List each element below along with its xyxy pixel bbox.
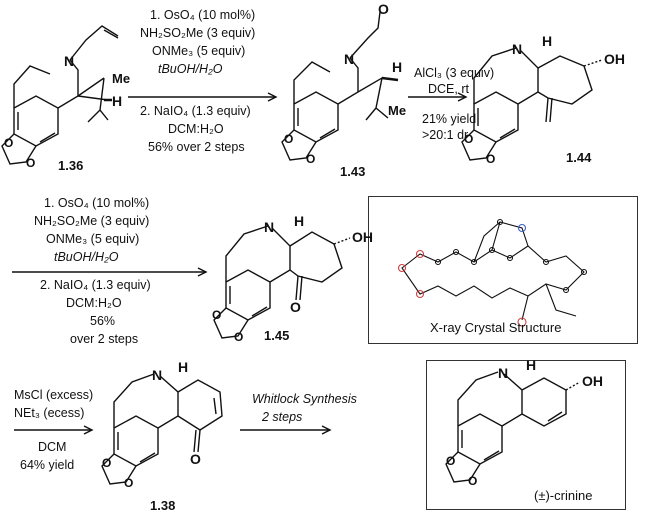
step3-line3: ONMe₃ (5 equiv) (46, 232, 140, 246)
atom-oh: OH (352, 229, 373, 245)
atom-oh: OH (604, 51, 625, 67)
atom-o: O (124, 476, 134, 490)
step1-line2: NH₂SO₂Me (3 equiv) (140, 26, 256, 40)
step2-line4: >20:1 dr (422, 128, 469, 142)
step3-line1: 1. OsO₄ (10 mol%) (44, 196, 150, 210)
atom-n: N (64, 53, 75, 69)
step1-line6: DCM:H₂O (168, 122, 224, 136)
atom-o: O (4, 136, 14, 150)
compound-label-1-36: 1.36 (58, 158, 84, 173)
atom-me: Me (112, 71, 131, 86)
atom-h: H (392, 59, 403, 75)
xray-caption: X-ray Crystal Structure (430, 320, 562, 335)
atom-n: N (498, 365, 509, 381)
compound-label-crinine: (±)-crinine (534, 488, 593, 503)
step4-line2: NEt₃ (ecess) (14, 406, 85, 420)
atom-o: O (446, 454, 456, 468)
atom-o: O (102, 456, 112, 470)
atom-h: H (294, 213, 305, 229)
structure-1-44 (461, 47, 603, 161)
crinine-box (426, 360, 626, 510)
step5-line2: 2 steps (262, 410, 303, 424)
atom-me: Me (388, 103, 407, 118)
step1-line7: 56% over 2 steps (148, 140, 245, 154)
step4-line3: DCM (38, 440, 67, 454)
atom-h: H (178, 359, 189, 375)
step2-line1: AlCl₃ (3 equiv) (414, 66, 495, 80)
atom-o: O (486, 152, 496, 166)
step1-line4: tBuOH/H₂O (158, 62, 223, 76)
structure-1-45 (213, 225, 351, 339)
atom-o: O (464, 132, 474, 146)
atom-n: N (264, 219, 275, 235)
step4-line1: MsCl (excess) (14, 388, 94, 402)
step3-line2: NH₂SO₂Me (3 equiv) (34, 214, 150, 228)
step1-line3: ONMe₃ (5 equiv) (152, 44, 246, 58)
step4-line4: 64% yield (20, 458, 75, 472)
atom-n: N (512, 41, 523, 57)
atom-n: N (152, 367, 163, 383)
structure-crinine (445, 371, 581, 483)
atom-oh: OH (582, 373, 603, 389)
step2-line3: 21% yield (422, 112, 477, 126)
compound-label-1-45: 1.45 (264, 328, 290, 343)
step1-line5: 2. NaIO₄ (1.3 equiv) (140, 104, 251, 118)
structure-1-36 (1, 25, 119, 165)
compound-label-1-38: 1.38 (150, 498, 176, 513)
structure-1-43 (281, 11, 399, 161)
step2-line2: DCE, rt (428, 82, 469, 96)
atom-o: O (26, 156, 36, 170)
atom-o: O (378, 1, 389, 17)
step1-line1: 1. OsO₄ (10 mol%) (150, 8, 256, 22)
xray-ortep-sketch (397, 218, 588, 327)
step5-line1: Whitlock Synthesis (252, 392, 357, 406)
atom-o: O (212, 308, 222, 322)
atom-o: O (306, 152, 316, 166)
compound-label-1-43: 1.43 (340, 164, 366, 179)
reaction-arrows (12, 92, 468, 435)
atom-o: O (290, 299, 301, 315)
atom-o: O (468, 474, 478, 488)
atom-h: H (526, 357, 537, 373)
atom-o: O (284, 132, 294, 146)
xray-box (368, 196, 638, 344)
step3-line5: 2. NaIO₄ (1.3 equiv) (40, 278, 151, 292)
step3-line4: tBuOH/H₂O (54, 250, 119, 264)
structure-1-38 (101, 373, 223, 485)
atom-h: H (542, 33, 553, 49)
atom-n: N (344, 51, 355, 67)
step3-line8: over 2 steps (70, 332, 139, 346)
step3-line6: DCM:H₂O (66, 296, 122, 310)
atom-o: O (190, 451, 201, 467)
atom-h: H (112, 93, 123, 109)
compound-label-1-44: 1.44 (566, 150, 592, 165)
step3-line7: 56% (90, 314, 116, 328)
atom-o: O (234, 330, 244, 344)
